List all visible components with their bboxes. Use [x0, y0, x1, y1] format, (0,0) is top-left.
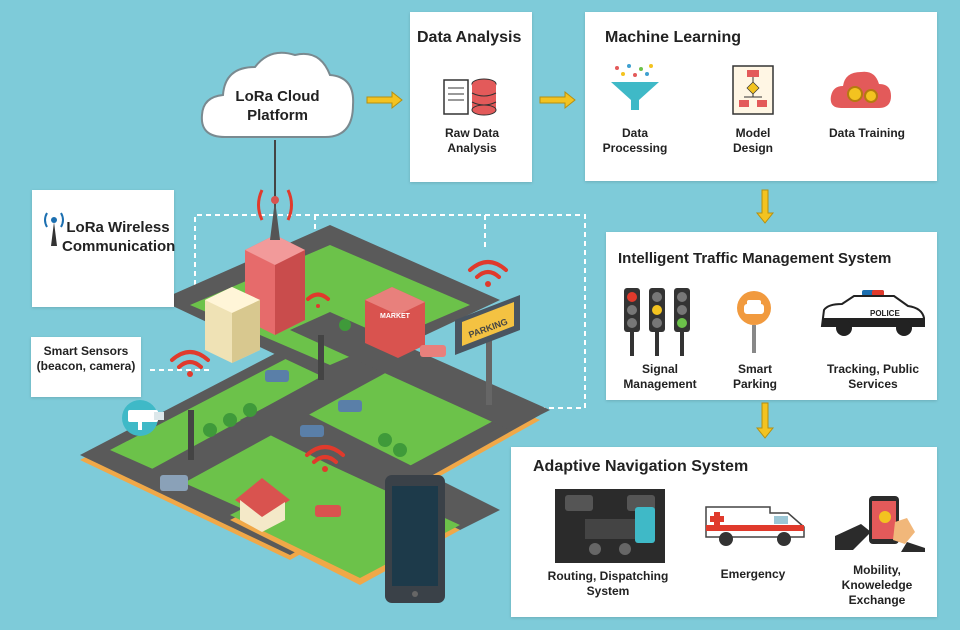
mobility-exchange-label: Mobility, Knoweledge Exchange	[841, 563, 913, 607]
flowchart-icon	[732, 65, 774, 115]
traffic-management-title: Intelligent Traffic Management System	[618, 250, 892, 267]
market-sign: MARKET	[380, 313, 411, 320]
ambulance-icon	[705, 506, 805, 546]
data-processing-label: Data Processing	[602, 126, 668, 155]
trees	[203, 319, 407, 457]
traffic-management-panel: Intelligent Traffic Management System PO…	[606, 232, 937, 400]
smart-sensors-panel: Smart Sensors (beacon, camera)	[31, 337, 141, 397]
signal-management-label: Signal Management	[623, 362, 697, 391]
data-analysis-panel: Data Analysis Raw Data Analysis	[410, 12, 532, 182]
smart-parking-label: Smart Parking	[732, 362, 777, 391]
cloud-icon	[200, 51, 355, 138]
wifi-icons	[170, 260, 508, 472]
raw-data-analysis-label: Raw Data Analysis	[444, 126, 500, 155]
parking-sign-icon	[737, 291, 771, 353]
cars	[160, 345, 446, 517]
lora-wireless-panel: LoRa Wireless Communication	[32, 190, 176, 307]
data-training-label: Data Training	[829, 126, 906, 140]
traffic-light-icon	[624, 288, 690, 356]
antenna-icon	[44, 212, 64, 246]
funnel-icon	[611, 64, 659, 110]
traffic-poles	[188, 335, 324, 460]
police-car-icon: POLICE	[820, 290, 925, 336]
emergency-label: Emergency	[720, 567, 786, 581]
navigation-panel: Adaptive Navigation System Routing, Disp…	[511, 447, 937, 617]
routing-dispatching-label: Routing, Dispatching System	[547, 569, 669, 598]
parking-billboard	[455, 295, 520, 405]
database-icon	[443, 78, 497, 116]
lora-wireless-title: LoRa Wireless Communication	[62, 219, 176, 255]
antenna-tower-icon	[257, 189, 293, 240]
smart-sensors-label: Smart Sensors (beacon, camera)	[36, 344, 136, 373]
tablet-device	[385, 475, 445, 603]
machine-learning-title: Machine Learning	[605, 29, 742, 46]
camera-icon	[122, 400, 164, 436]
machine-learning-panel: Machine Learning Data Processing Model D…	[585, 12, 937, 181]
buildings	[205, 235, 425, 532]
cloud-platform-title: LoRa Cloud Platform	[235, 88, 320, 124]
navigation-title: Adaptive Navigation System	[533, 458, 749, 475]
cloud-gears-icon	[830, 71, 891, 108]
tracking-public-services-label: Tracking, Public Services	[826, 362, 920, 391]
svg-text:POLICE: POLICE	[870, 309, 900, 318]
cloud-platform: LoRa Cloud Platform	[195, 45, 360, 145]
model-design-label: Model Design	[732, 126, 773, 155]
phone-hand-icon	[835, 496, 925, 552]
car-dashboard-icon	[555, 489, 665, 563]
data-analysis-title: Data Analysis	[417, 29, 522, 46]
